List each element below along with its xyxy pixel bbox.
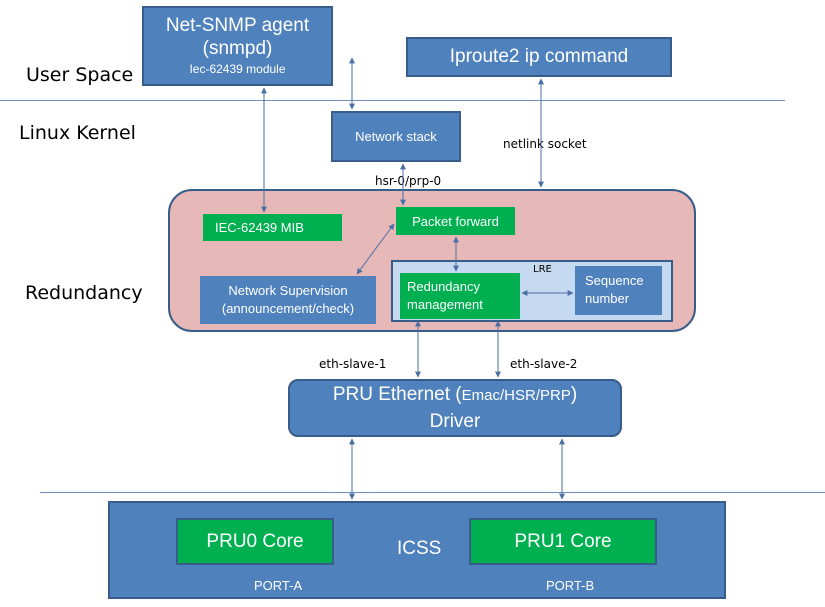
linux-kernel-label: Linux Kernel — [19, 122, 136, 144]
eth-slave-1-label: eth-slave-1 — [319, 357, 387, 371]
netlink-socket-label: netlink socket — [503, 137, 587, 151]
redundancy-management-subtitle: management — [407, 297, 483, 312]
pru-ethernet-driver-box: PRU Ethernet (Emac/HSR/PRP) Driver — [288, 379, 622, 437]
snmp-agent-subtitle: (snmpd) — [202, 38, 273, 59]
sequence-number-box: Sequence number — [575, 266, 662, 315]
pru-driver-title-b: Emac/HSR/PRP — [461, 386, 571, 404]
redundancy-management-title: Redundancy — [407, 279, 480, 294]
iproute2-box: Iproute2 ip command — [406, 37, 672, 77]
hsr-prp-label: hsr-0/prp-0 — [375, 174, 442, 188]
lre-label: LRE — [533, 264, 552, 275]
snmp-agent-box: Net-SNMP agent (snmpd) Iec-62439 module — [142, 6, 333, 86]
eth-slave-2-label: eth-slave-2 — [510, 357, 578, 371]
port-a-label: PORT-A — [254, 578, 303, 593]
pru1-core-box: PRU1 Core — [469, 518, 657, 565]
pru-driver-title-a: PRU Ethernet ( — [332, 383, 462, 405]
snmp-agent-module: Iec-62439 module — [189, 62, 286, 76]
redundancy-management-box: Redundancy management — [400, 273, 520, 319]
network-supervision-box: Network Supervision (announcement/check) — [200, 276, 376, 324]
user-kernel-separator — [0, 100, 785, 101]
pru0-core-box: PRU0 Core — [176, 518, 334, 565]
kernel-hardware-separator — [40, 492, 825, 493]
sequence-number-title: Sequence — [585, 273, 644, 288]
sequence-number-subtitle: number — [585, 291, 630, 306]
pru-driver-subtitle: Driver — [429, 410, 481, 432]
network-stack-box: Network stack — [331, 111, 461, 162]
pru-driver-title: PRU Ethernet (Emac/HSR/PRP) — [333, 382, 577, 409]
user-space-label: User Space — [26, 64, 134, 86]
redundancy-label: Redundancy — [25, 282, 143, 304]
port-b-label: PORT-B — [546, 578, 595, 593]
pru-driver-title-c: ) — [570, 383, 578, 405]
snmp-agent-title: Net-SNMP agent — [165, 15, 310, 36]
iec-mib-box: IEC-62439 MIB — [203, 214, 342, 241]
network-supervision-subtitle: (announcement/check) — [221, 301, 355, 316]
network-supervision-title: Network Supervision — [228, 283, 348, 298]
icss-label: ICSS — [397, 538, 442, 559]
packet-forward-box: Packet forward — [396, 207, 515, 235]
